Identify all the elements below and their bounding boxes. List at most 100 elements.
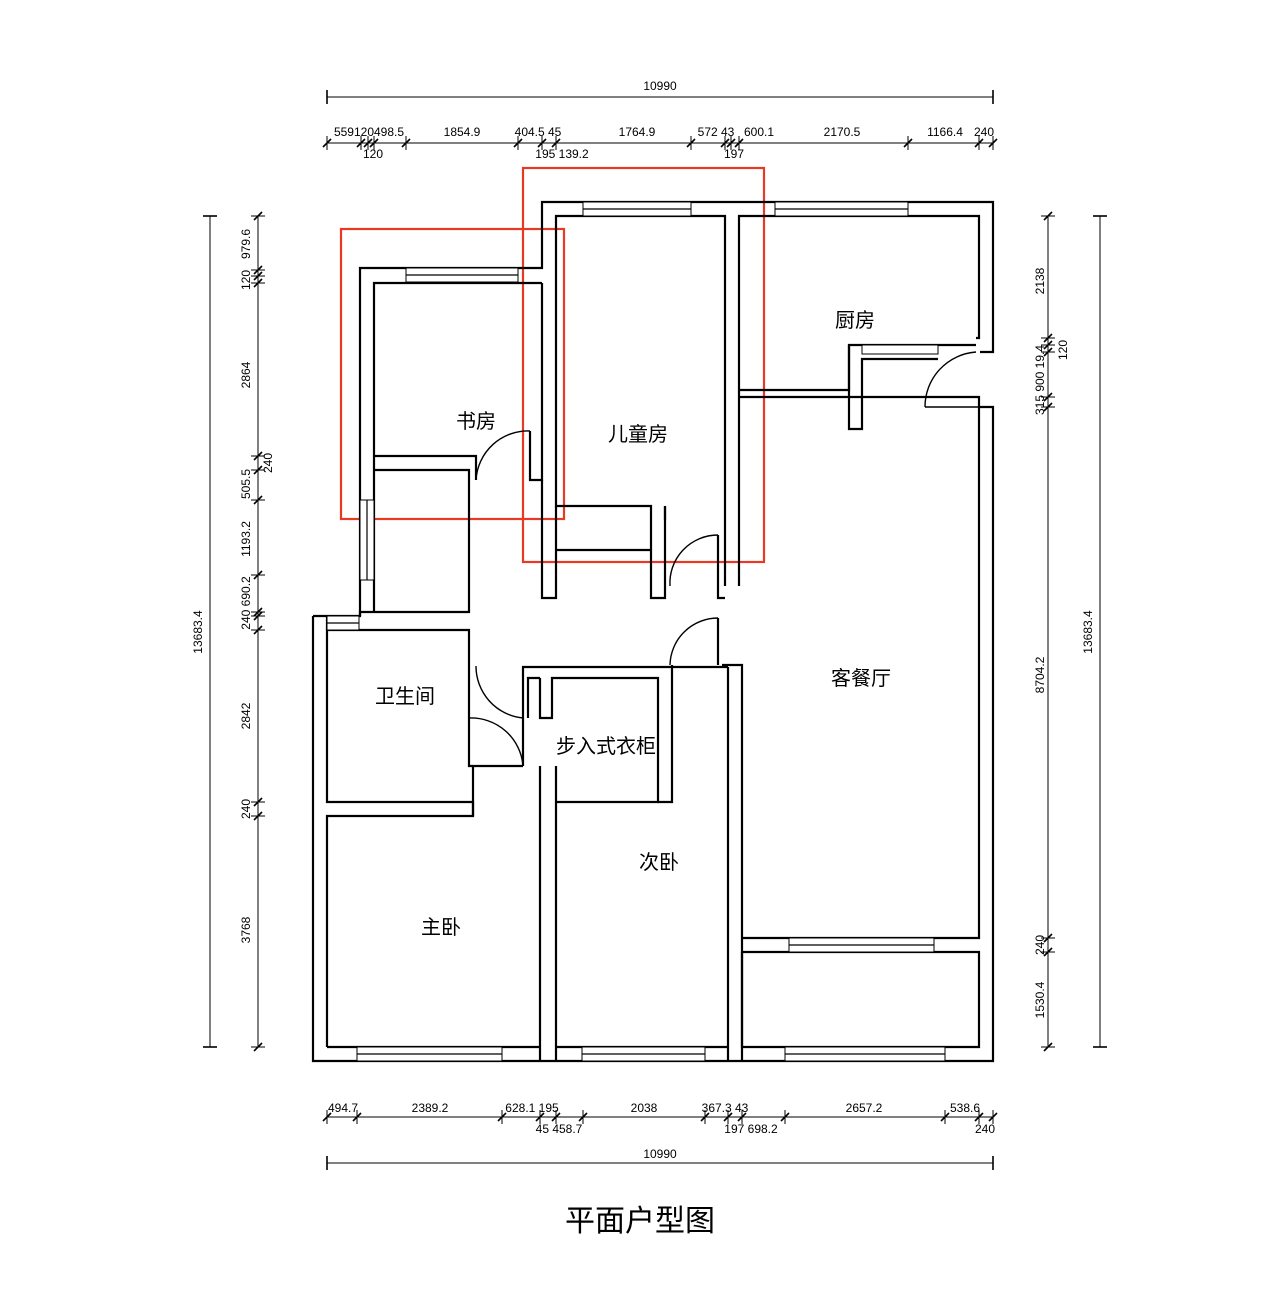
highlight-study	[339, 227, 566, 521]
dim-tick	[322, 1112, 332, 1122]
dim-right-2: 315 900 19.4	[1033, 345, 1047, 415]
dim-tick	[513, 138, 523, 148]
windows	[326, 201, 946, 1062]
dim-top-3: 1764.9	[619, 125, 656, 139]
dim-top-sub-1: 195 139.2	[535, 147, 589, 161]
dim-bottom-total: 10990	[643, 1147, 677, 1161]
dim-bottom-5: 2657.2	[846, 1101, 883, 1115]
dim-bottom-sub-2: 240	[975, 1122, 995, 1136]
dim-left-3: 505.5	[239, 469, 253, 499]
dim-left-6: 240 690.2	[239, 576, 253, 630]
dim-tick	[988, 1112, 998, 1122]
room-label-kitchen: 厨房	[835, 308, 875, 332]
dim-bottom-sub-1: 197 698.2	[724, 1122, 778, 1136]
dim-tick	[780, 1112, 790, 1122]
dim-tick	[1043, 340, 1053, 350]
dim-tick	[974, 1112, 984, 1122]
dim-bottom-sub-0: 45 458.7	[536, 1122, 583, 1136]
dim-tick	[363, 138, 373, 148]
dim-left-1: 979.6	[239, 229, 253, 259]
dim-tick	[1043, 347, 1053, 357]
dim-tick	[734, 138, 744, 148]
dim-tick	[1043, 392, 1053, 402]
dim-bottom-0: 494.7	[328, 1101, 358, 1115]
dim-left-5: 1193.2	[239, 521, 253, 557]
dim-bottom-1: 2389.2	[412, 1101, 449, 1115]
doors	[468, 351, 980, 767]
dim-tick	[1043, 333, 1053, 343]
dim-top-4: 572 43	[698, 125, 735, 139]
dim-tick	[726, 138, 736, 148]
dimension-lines	[203, 90, 1107, 1170]
dim-tick	[253, 611, 263, 621]
dim-tick	[253, 265, 263, 275]
highlight-kids	[521, 166, 766, 564]
dim-tick	[578, 1112, 588, 1122]
dim-tick	[253, 271, 263, 281]
dim-top-8: 240	[974, 125, 994, 139]
dim-tick	[253, 211, 263, 221]
dim-tick	[369, 138, 379, 148]
dim-left-7: 2842	[239, 702, 253, 729]
room-label-bath: 卫生间	[375, 684, 435, 708]
dim-tick	[974, 138, 984, 148]
dim-right-1: 120	[1056, 340, 1070, 360]
dim-tick	[253, 278, 263, 288]
dim-top-2: 404.5 45	[515, 125, 562, 139]
dim-tick	[1043, 402, 1053, 412]
dim-tick	[940, 1112, 950, 1122]
dim-tick	[535, 1112, 545, 1122]
dim-tick	[1043, 1042, 1053, 1052]
dim-right-total: 13683.4	[1081, 610, 1095, 654]
dim-tick	[253, 811, 263, 821]
dim-right-0: 2138	[1033, 267, 1047, 294]
dim-tick	[253, 797, 263, 807]
dim-tick	[253, 570, 263, 580]
dim-tick	[551, 138, 561, 148]
dim-top-sub-0: 120	[363, 147, 383, 161]
dim-bottom-6: 538.6	[950, 1101, 980, 1115]
dim-tick	[737, 1112, 747, 1122]
dim-tick	[1043, 933, 1053, 943]
dim-left-4: 240	[261, 453, 275, 473]
dim-tick	[903, 138, 913, 148]
dim-tick	[401, 138, 411, 148]
room-label-master: 主卧	[421, 915, 461, 939]
dim-right-3: 8704.2	[1033, 656, 1047, 693]
dim-tick	[253, 607, 263, 617]
dim-tick	[551, 1112, 561, 1122]
dim-bottom-2: 628.1 195	[505, 1101, 559, 1115]
dim-tick	[352, 1112, 362, 1122]
dim-left-9: 3768	[239, 916, 253, 943]
room-label-walkin: 步入式衣柜	[556, 734, 656, 758]
dim-top-5: 600.1	[744, 125, 774, 139]
dim-top-sub-2: 197	[724, 147, 744, 161]
dim-tick	[356, 138, 366, 148]
dim-tick	[253, 625, 263, 635]
room-label-study: 书房	[456, 409, 496, 433]
dim-tick	[253, 451, 263, 461]
dim-top-1: 1854.9	[444, 125, 481, 139]
dim-tick	[322, 138, 332, 148]
dim-right-4: 240	[1033, 935, 1047, 955]
walls	[311, 200, 995, 1063]
room-label-second: 次卧	[639, 850, 679, 874]
dim-tick	[253, 495, 263, 505]
dim-top-6: 2170.5	[824, 125, 861, 139]
dim-top-7: 1166.4	[927, 125, 963, 139]
dim-top-0: 559120498.5	[334, 125, 404, 139]
dim-tick	[537, 138, 547, 148]
dim-tick	[253, 465, 263, 475]
plan-title: 平面户型图	[565, 1204, 715, 1239]
room-label-living: 客餐厅	[831, 666, 891, 690]
room-label-kids: 儿童房	[608, 422, 668, 446]
dim-tick	[1043, 947, 1053, 957]
dim-right-5: 1530.4	[1033, 981, 1047, 1018]
dim-tick	[723, 1112, 733, 1122]
dim-tick	[253, 1042, 263, 1052]
dim-left-8: 240	[239, 799, 253, 819]
dim-bottom-4: 367.3 43	[702, 1101, 749, 1115]
dim-top-total: 10990	[643, 79, 677, 93]
dim-left-0: 120	[239, 270, 253, 290]
